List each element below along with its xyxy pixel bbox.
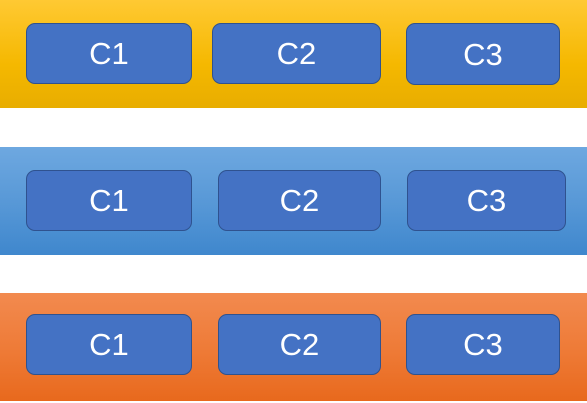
box-c1: C1 — [26, 170, 192, 231]
box-c2: C2 — [218, 314, 381, 375]
box-c3: C3 — [406, 23, 560, 85]
box-c1: C1 — [26, 23, 192, 84]
box-c3: C3 — [406, 314, 560, 375]
row-band-blue: C1 C2 C3 — [0, 147, 587, 255]
box-c3: C3 — [407, 170, 566, 231]
box-c2: C2 — [212, 23, 381, 84]
row-band-yellow: C1 C2 C3 — [0, 0, 587, 108]
box-c1: C1 — [26, 314, 192, 375]
box-c2: C2 — [218, 170, 381, 231]
row-band-orange: C1 C2 C3 — [0, 293, 587, 401]
